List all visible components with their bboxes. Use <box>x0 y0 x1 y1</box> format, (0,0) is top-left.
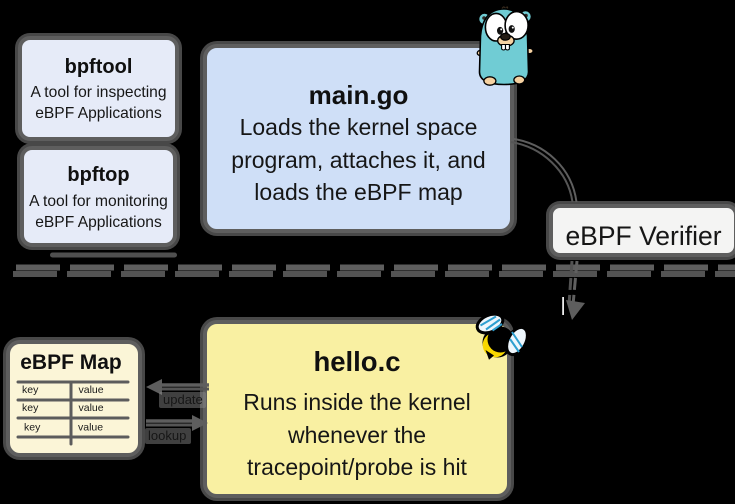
svg-text:lookup: lookup <box>148 428 186 443</box>
svg-text:update: update <box>163 392 203 407</box>
svg-text:key: key <box>22 402 39 414</box>
svg-text:key: key <box>24 422 41 434</box>
svg-text:key: key <box>22 384 39 396</box>
svg-text:value: value <box>79 384 104 396</box>
svg-text:value: value <box>79 402 104 414</box>
svg-text:value: value <box>78 422 103 434</box>
